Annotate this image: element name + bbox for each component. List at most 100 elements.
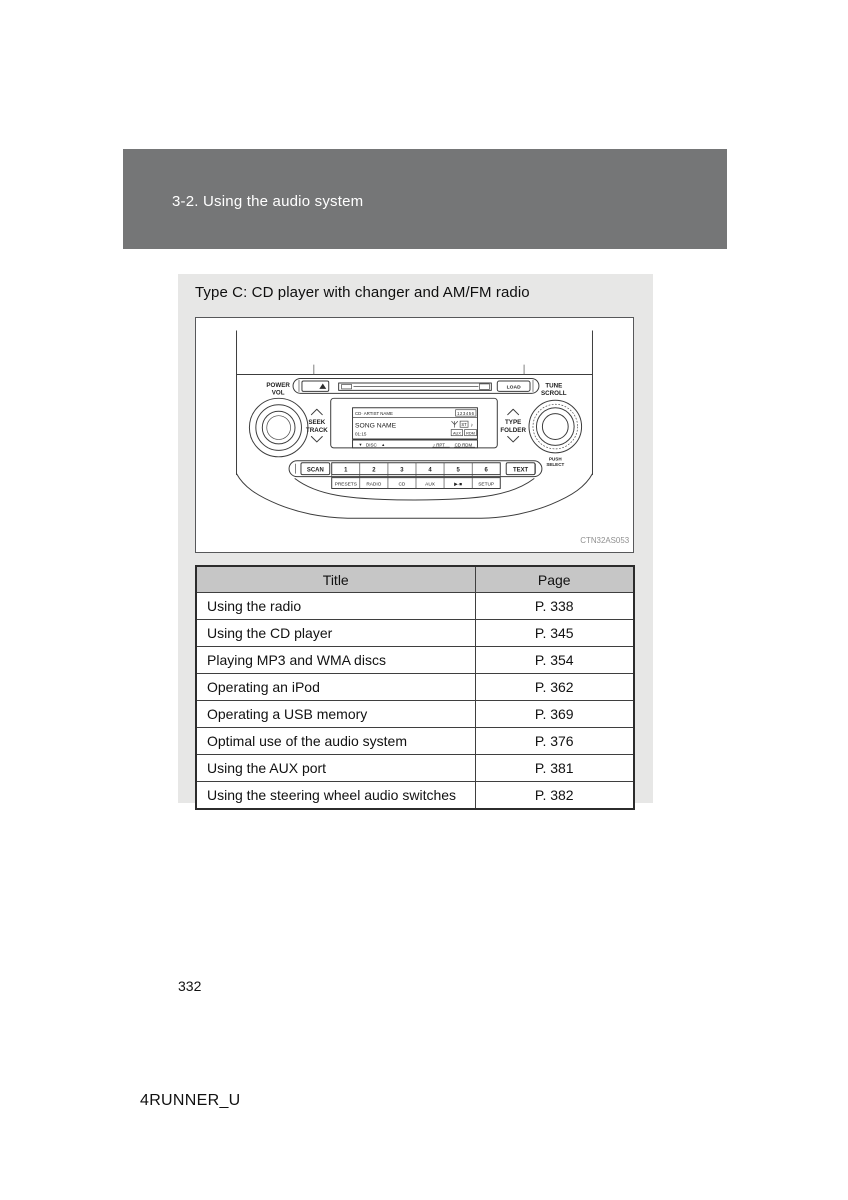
power-label: POWER [266,382,290,389]
row-page-cell: P. 354 [474,646,635,674]
preset-2-label: 2 [372,467,376,473]
row-page-cell: P. 345 [474,619,635,647]
table-header-page: Page [474,565,635,593]
table-header-title: Title [195,565,476,593]
row-title-cell: Using the radio [195,592,476,620]
track-label: TRACK [306,427,328,434]
audio-unit-diagram: LOAD POWER VOL SEEK TRACK [236,330,630,545]
disc-up-icon: ▲ [381,442,385,447]
seek-down-chevron-icon [310,435,323,443]
table-row: Using the steering wheel audio switches … [195,781,635,810]
row-title-cell: Operating a USB memory [195,700,476,728]
table-row: Playing MP3 and WMA discs P. 354 [195,646,635,674]
row-page-cell: P. 381 [474,754,635,782]
row-title-cell: Using the steering wheel audio switches [195,781,476,810]
table-row: Optimal use of the audio system P. 376 [195,727,635,755]
stereo-indicator-text: ST [461,422,467,427]
aux-indicator-text: AUX [453,431,461,435]
display-time-text: 01:15 [355,431,367,436]
seek-label: SEEK [308,419,325,426]
scan-button-label: SCAN [307,467,324,473]
folder-label: FOLDER [500,427,526,434]
mode-setup-label: SETUP [478,481,494,487]
preset-6-label: 6 [485,467,489,473]
row-title-cell: Optimal use of the audio system [195,727,476,755]
figure-caption: CTN32AS053 [580,536,629,545]
row-title-cell: Using the CD player [195,619,476,647]
rdm-indicator-text: RDM [466,431,475,435]
display-bottom-strip [352,439,478,449]
row-title-cell: Using the AUX port [195,754,476,782]
seek-up-chevron-icon [310,408,323,416]
content-panel: Type C: CD player with changer and AM/FM… [178,274,653,810]
rdm-indicator-box [464,429,477,437]
model-code: 4RUNNER_U [140,1092,241,1109]
note-icon: ♪ [471,422,474,428]
contents-table: Title Page Using the radio P. 338 Using … [195,565,635,810]
disc-down-icon: ▼ [358,442,362,447]
mode-presets-label: PRESETS [335,481,357,487]
cd-slot-row: LOAD [292,377,540,394]
table-row: Operating an iPod P. 362 [195,673,635,701]
eject-icon [319,383,327,389]
aux-indicator-box [450,429,463,437]
table-row: Using the CD player P. 345 [195,619,635,647]
row-page-cell: P. 369 [474,700,635,728]
seek-track-control: SEEK TRACK [306,408,328,443]
section-header-bar: 3-2. Using the audio system [123,149,727,249]
vol-label: VOL [272,389,285,396]
display-song-text: SONG NAME [355,423,397,430]
tune-label: TUNE [545,382,562,389]
row-page-cell: P. 362 [474,673,635,701]
disc-nav-label: DISC [366,442,378,447]
display-screen: CD· ARTIST NAME 123456 SONG NAME 01:15 S… [330,397,498,449]
select-label: SELECT [546,462,564,467]
push-label: PUSH [549,456,562,461]
rpt-text: ♪ RPT [433,442,445,447]
button-row: SCAN 1 2 3 4 5 6 TEXT [288,460,543,478]
figure-box: LOAD POWER VOL SEEK TRACK [195,317,634,553]
preset-3-label: 3 [400,467,404,473]
cd-slot [338,382,492,391]
folder-up-chevron-icon [507,408,520,416]
row-page-cell: P. 382 [474,781,635,810]
preset-1-label: 1 [344,467,348,473]
row-title-cell: Playing MP3 and WMA discs [195,646,476,674]
disc-indicator-text: 123456 [457,411,475,416]
display-source-text: CD· ARTIST NAME [355,411,393,416]
preset-5-label: 5 [456,467,460,473]
volume-knob: POWER VOL [248,382,309,458]
eject-button [301,380,330,392]
mode-play-pause-label: ▶·■ [454,481,462,487]
mode-aux-label: AUX [425,481,436,487]
type-label: TYPE [505,419,521,426]
row-page-cell: P. 338 [474,592,635,620]
page-number: 332 [178,978,202,994]
load-button-label: LOAD [507,385,521,391]
mode-label-strip: PRESETS RADIO CD AUX ▶·■ SETUP [331,474,501,490]
table-row: Using the radio P. 338 [195,592,635,620]
stereo-indicator-box [459,420,469,428]
row-page-cell: P. 376 [474,727,635,755]
antenna-icon [451,420,459,428]
tune-knob: TUNE SCROLL PUSH SELECT [528,382,583,467]
section-header-title: 3-2. Using the audio system [172,193,364,210]
text-button [505,462,536,476]
table-row: Operating a USB memory P. 369 [195,700,635,728]
load-button [496,380,531,392]
table-header-row: Title Page [195,565,635,593]
folder-down-chevron-icon [507,435,520,443]
mode-radio-label: RADIO [366,481,381,487]
slot-housing [292,377,540,394]
table-row: Using the AUX port P. 381 [195,754,635,782]
disc-indicator-box [455,409,477,417]
rdm-text: CD RDM [455,442,473,447]
scroll-label: SCROLL [541,390,567,397]
preset-4-label: 4 [428,467,432,473]
row-title-cell: Operating an iPod [195,673,476,701]
subsection-title: Type C: CD player with changer and AM/FM… [195,284,530,301]
scan-button [300,462,331,476]
bezel-outline [236,330,593,519]
mode-cd-label: CD [398,481,405,487]
text-button-label: TEXT [513,467,529,473]
